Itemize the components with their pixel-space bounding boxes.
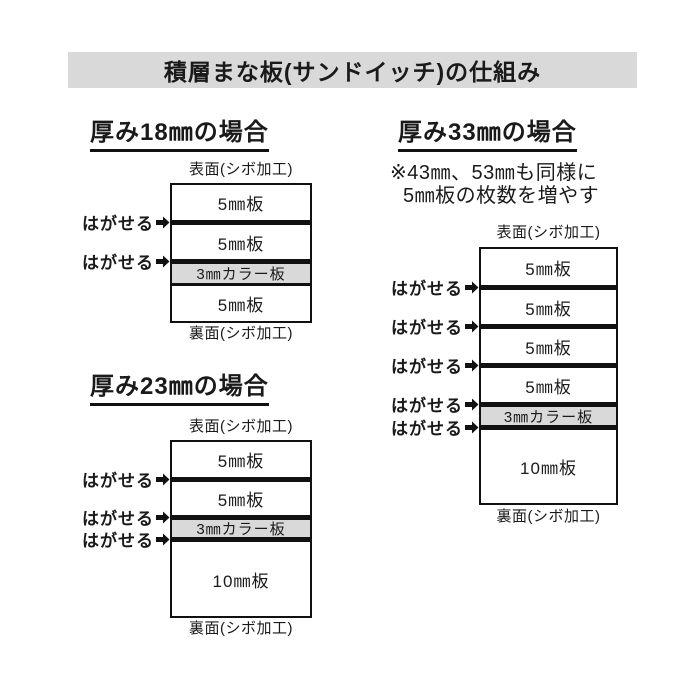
board-layer-3mm-color: 3㎜カラー板 [172, 520, 310, 538]
diagram-23mm-board-stack: 5㎜板 5㎜板 3㎜カラー板 10㎜板 [170, 440, 312, 618]
layer-separator [481, 425, 616, 430]
board-layer-5mm: 5㎜板 [172, 286, 310, 321]
layer-separator [172, 259, 310, 264]
board-layer-10mm: 10㎜板 [481, 430, 616, 503]
page-title: 積層まな板(サンドイッチ)の仕組み [163, 59, 542, 85]
layer-separator [172, 515, 310, 520]
board-layer-5mm: 5㎜板 [172, 442, 310, 477]
layer-separator [172, 283, 310, 286]
peel-label-text: はがせる [391, 357, 463, 377]
board-layer-10mm: 10㎜板 [172, 542, 310, 616]
diagram-23mm-heading: 厚み23㎜の場合 [90, 373, 269, 407]
layer-separator [481, 285, 616, 290]
right-arrow-icon [156, 216, 170, 228]
right-arrow-icon [465, 398, 479, 410]
peel-label-text: はがせる [82, 471, 154, 491]
peel-label-text: はがせる [391, 279, 463, 299]
diagram-18mm-heading: 厚み18㎜の場合 [90, 119, 269, 153]
right-arrow-icon [465, 421, 479, 433]
right-arrow-icon [465, 281, 479, 293]
layer-separator [481, 324, 616, 329]
layer-separator [481, 363, 616, 368]
peel-label-text: はがせる [391, 396, 463, 416]
board-layer-5mm: 5㎜板 [481, 249, 616, 285]
right-arrow-icon [156, 255, 170, 267]
right-arrow-icon [156, 511, 170, 523]
title-bar: 積層まな板(サンドイッチ)の仕組み [68, 52, 637, 88]
peel-label-text: はがせる [82, 509, 154, 529]
diagram-23mm-back-label: 裏面(シボ加工) [189, 620, 293, 637]
peel-label: はがせる [391, 275, 479, 300]
board-layer-3mm-color: 3㎜カラー板 [172, 264, 310, 283]
board-layer-5mm: 5㎜板 [481, 290, 616, 324]
peel-label: はがせる [391, 415, 479, 440]
peel-label-text: はがせる [82, 214, 154, 234]
peel-label-text: はがせる [82, 253, 154, 273]
right-arrow-icon [156, 533, 170, 545]
board-layer-5mm: 5㎜板 [481, 329, 616, 363]
peel-label-text: はがせる [391, 318, 463, 338]
peel-label: はがせる [82, 210, 170, 235]
peel-label: はがせる [82, 505, 170, 530]
peel-label: はがせる [391, 392, 479, 417]
diagram-33mm-front-label: 表面(シボ加工) [496, 224, 601, 241]
peel-label-text: はがせる [391, 419, 463, 439]
note-line-2: 5㎜板の枚数を増やす [403, 185, 600, 207]
board-layer-3mm-color: 3㎜カラー板 [481, 407, 616, 426]
right-arrow-icon [465, 320, 479, 332]
peel-label-text: はがせる [82, 531, 154, 551]
right-arrow-icon [465, 359, 479, 371]
diagram-18mm-back-label: 裏面(シボ加工) [189, 325, 293, 342]
layer-separator [172, 477, 310, 482]
board-layer-5mm: 5㎜板 [481, 368, 616, 402]
diagram-33mm-back-label: 裏面(シボ加工) [496, 508, 601, 525]
peel-label: はがせる [82, 527, 170, 552]
peel-label: はがせる [82, 467, 170, 492]
layer-separator [172, 537, 310, 542]
diagram-18mm-front-label: 表面(シボ加工) [189, 161, 293, 178]
diagram-33mm-heading: 厚み33㎜の場合 [398, 119, 577, 153]
layer-separator [172, 220, 310, 225]
peel-label: はがせる [82, 249, 170, 274]
note-line-1: ※43㎜、53㎜も同様に [390, 162, 598, 184]
peel-label: はがせる [391, 314, 479, 339]
diagram-33mm-note: ※43㎜、53㎜も同様に 5㎜板の枚数を増やす [390, 162, 599, 208]
right-arrow-icon [156, 473, 170, 485]
board-layer-5mm: 5㎜板 [172, 185, 310, 220]
diagram-18mm-board-stack: 5㎜板 5㎜板 3㎜カラー板 5㎜板 [170, 183, 312, 323]
board-layer-5mm: 5㎜板 [172, 482, 310, 515]
layer-separator [481, 402, 616, 407]
diagram-33mm-board-stack: 5㎜板 5㎜板 5㎜板 5㎜板 3㎜カラー板 10㎜板 [479, 247, 618, 505]
diagram-23mm-front-label: 表面(シボ加工) [189, 418, 293, 435]
board-layer-5mm: 5㎜板 [172, 225, 310, 259]
peel-label: はがせる [391, 353, 479, 378]
